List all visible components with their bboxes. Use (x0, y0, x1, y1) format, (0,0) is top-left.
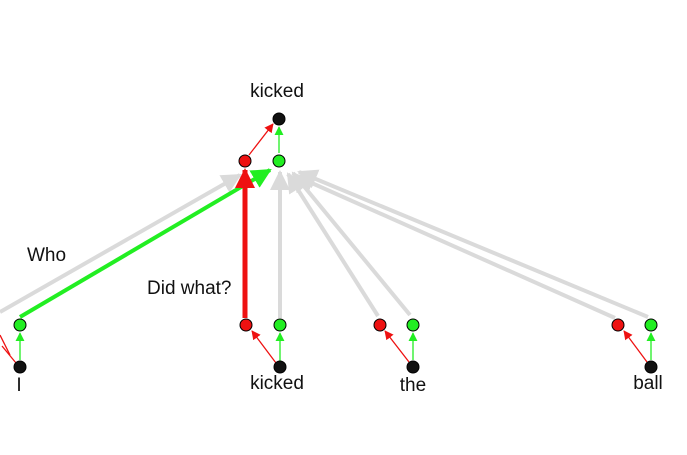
node-black (13, 360, 27, 374)
node-black (406, 360, 420, 374)
node-red (611, 318, 625, 332)
edge-gray (291, 171, 412, 317)
edge-who-green (18, 168, 272, 319)
root-token: kicked (238, 81, 304, 168)
edge-root-red-diag (248, 123, 274, 156)
node-black (272, 112, 286, 126)
annotation-did-what: Did what? (147, 278, 232, 299)
annotation-who: Who (27, 245, 66, 266)
node-red (373, 318, 387, 332)
word-label: the (400, 375, 426, 396)
node-green (406, 318, 420, 332)
word-label: ball (633, 373, 663, 394)
edge-gray (0, 173, 242, 314)
word-token-i: I (13, 318, 27, 396)
word-token-kicked: kicked (239, 318, 304, 394)
node-black (273, 360, 287, 374)
word-token-ball: ball (611, 318, 663, 394)
node-black (644, 360, 658, 374)
node-green (272, 154, 286, 168)
edge-gray (286, 172, 380, 318)
node-green (273, 318, 287, 332)
edge-gray (297, 169, 649, 319)
node-red (239, 318, 253, 332)
edge-gray (294, 174, 616, 320)
word-label: I (16, 375, 21, 396)
word-edges (0, 330, 656, 364)
node-green (644, 318, 658, 332)
word-label: kicked (250, 373, 304, 394)
node-green (13, 318, 27, 332)
node-red (238, 154, 252, 168)
root-word-label: kicked (250, 81, 304, 102)
word-token-the: the (373, 318, 426, 396)
background-edges (0, 169, 649, 320)
